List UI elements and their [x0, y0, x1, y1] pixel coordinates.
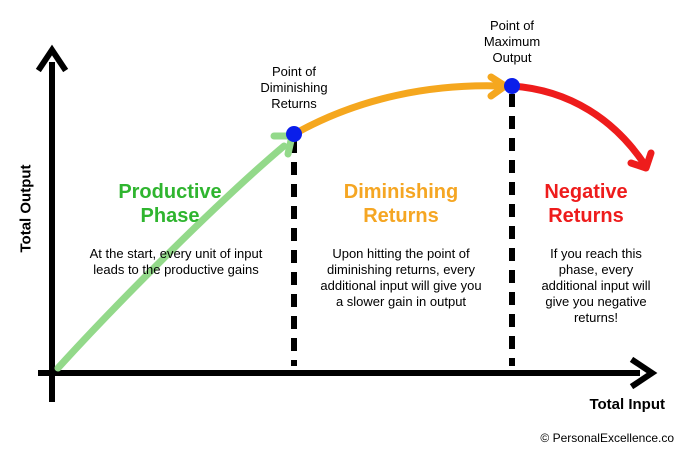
- negative-returns-title: Negative Returns: [544, 181, 628, 227]
- diminishing-returns-title: Diminishing Returns: [343, 181, 459, 227]
- y-axis-arrowhead: [35, 44, 69, 73]
- productive-phase-title: Productive Phase: [118, 181, 222, 227]
- negative-returns-description: If you reach this phase, every additiona…: [541, 246, 651, 325]
- diminishing-returns-description: Upon hitting the point of diminishing re…: [320, 246, 482, 309]
- negative-curve: [508, 82, 649, 169]
- copyright-credit: © PersonalExcellence.co: [540, 431, 674, 445]
- point-of-maximum-output-label: Point of Maximum Output: [483, 18, 541, 65]
- point-of-diminishing-returns-label: Point of Diminishing Returns: [260, 64, 328, 111]
- point-of-diminishing-returns-dot: [286, 126, 302, 142]
- x-axis-arrowhead: [629, 356, 658, 390]
- productive-curve: [54, 142, 288, 372]
- productive-phase-description: At the start, every unit of input leads …: [89, 246, 263, 277]
- diminishing-curve: [294, 82, 504, 136]
- point-of-maximum-output-dot: [504, 78, 520, 94]
- y-axis-title: Total Output: [17, 164, 35, 253]
- x-axis-title: Total Input: [589, 396, 665, 413]
- negative-curve-arrowhead: [627, 149, 655, 172]
